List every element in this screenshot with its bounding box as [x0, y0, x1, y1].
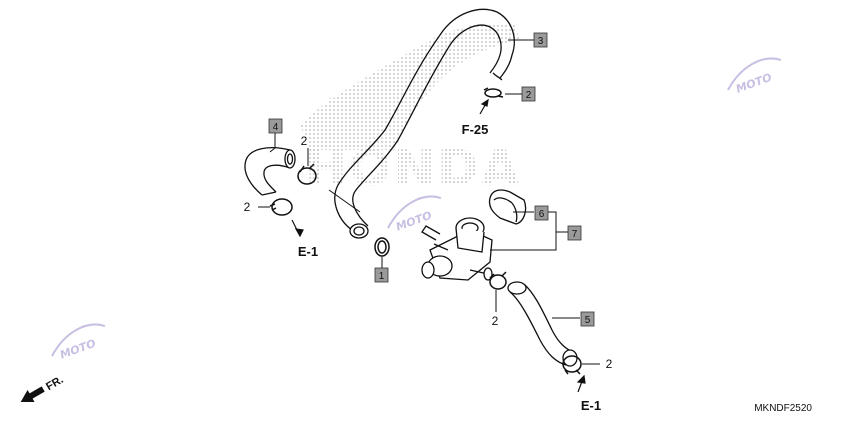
svg-text:7: 7 — [572, 229, 578, 240]
callout-4: 4 — [268, 118, 283, 134]
diagram-code: MKNDF2520 — [754, 403, 812, 414]
leader-lines — [258, 39, 600, 365]
front-direction-arrow: FR. — [20, 374, 66, 403]
reference-e-1: E-1 — [298, 244, 318, 259]
brand-wordmark: HONDA — [305, 139, 521, 197]
callout-2-box: 2 — [521, 86, 536, 102]
ring-part-1 — [374, 237, 390, 257]
reference-f-25: F-25 — [462, 122, 489, 137]
label-clamp-2: 2 — [606, 357, 613, 371]
clamp-part-2-a — [297, 163, 317, 185]
valve-part-7 — [421, 217, 493, 281]
reference-e-1: E-1 — [581, 398, 601, 413]
svg-text:5: 5 — [585, 315, 591, 326]
callout-7: 7 — [567, 225, 582, 241]
clamp-part-2-b — [269, 198, 293, 216]
watermark-center: MOTO — [387, 195, 442, 234]
hose-part-3 — [334, 8, 515, 239]
label-clamp-2: 2 — [301, 134, 308, 148]
svg-text:4: 4 — [273, 122, 279, 133]
wing-emblem — [300, 23, 520, 150]
callout-6: 6 — [534, 205, 549, 221]
callout-1: 1 — [374, 267, 389, 283]
watermark-bottom-left: MOTO — [51, 323, 106, 362]
hose-part-5 — [507, 281, 578, 367]
svg-text:1: 1 — [379, 271, 385, 282]
clamp-part-2-c — [483, 87, 504, 98]
callout-3: 3 — [533, 32, 548, 48]
front-label: FR. — [44, 374, 65, 393]
svg-text:3: 3 — [538, 36, 544, 47]
label-clamp-2: 2 — [492, 314, 499, 328]
watermark-top-right: MOTO — [727, 57, 782, 96]
hose-part-4 — [244, 147, 296, 196]
callout-5: 5 — [580, 311, 595, 327]
svg-text:2: 2 — [526, 90, 532, 101]
clamp-part-2-d — [489, 271, 507, 290]
svg-text:6: 6 — [539, 209, 545, 220]
clamp-part-2-e — [562, 355, 582, 375]
brand-logo-watermark: HONDA — [300, 23, 521, 197]
reference-arrows — [291, 98, 586, 393]
label-clamp-2: 2 — [244, 200, 251, 214]
